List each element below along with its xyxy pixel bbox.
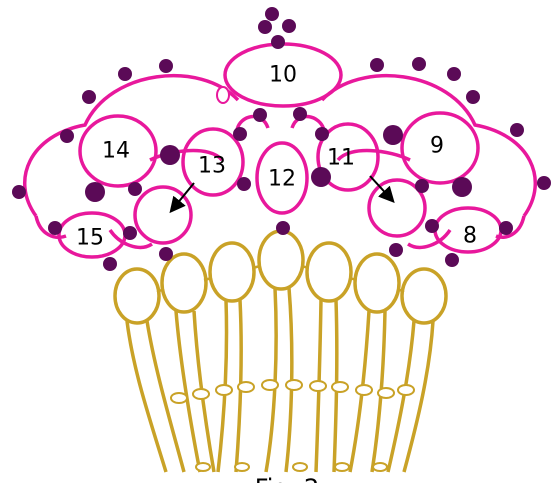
bead: [389, 243, 403, 257]
ring-10-label: 10: [269, 63, 297, 88]
bead: [237, 177, 251, 191]
fringe-strand: [115, 269, 184, 472]
bead: [128, 182, 142, 196]
join-picot: [217, 87, 229, 103]
fringe-group: [115, 231, 446, 472]
bead: [510, 123, 524, 137]
bead: [233, 127, 247, 141]
ring-15-label: 15: [76, 226, 104, 251]
bead: [447, 67, 461, 81]
ring-small-left: [135, 187, 191, 243]
ring-14-label: 14: [102, 139, 130, 164]
bead: [82, 90, 96, 104]
ring-12-label: 12: [268, 167, 296, 192]
bead-large: [383, 125, 403, 145]
bead: [123, 226, 137, 240]
bead: [159, 59, 173, 73]
bead: [276, 221, 290, 235]
bead-large: [85, 182, 105, 202]
bead: [315, 127, 329, 141]
bead: [415, 179, 429, 193]
fringe-strand: [350, 254, 399, 472]
bead: [282, 19, 296, 33]
bead: [293, 107, 307, 121]
bead: [466, 90, 480, 104]
bead: [12, 185, 26, 199]
bead: [537, 176, 551, 190]
bead-large: [160, 145, 180, 165]
figure-caption: Fig. 2: [255, 474, 320, 483]
bead: [499, 221, 513, 235]
bead: [412, 57, 426, 71]
ring-8-label: 8: [463, 224, 477, 249]
bead: [370, 58, 384, 72]
fringe-strand: [259, 231, 303, 472]
fringe-strand: [210, 243, 254, 472]
bead: [445, 253, 459, 267]
bead: [103, 257, 117, 271]
bead: [118, 67, 132, 81]
bead-large: [452, 177, 472, 197]
bead: [60, 129, 74, 143]
bead: [258, 20, 272, 34]
bead: [425, 219, 439, 233]
bead: [159, 247, 173, 261]
bead: [48, 221, 62, 235]
fringe-strand: [307, 243, 351, 472]
ring-13-label: 13: [198, 154, 226, 179]
fringe-strand: [162, 254, 214, 472]
bead: [271, 35, 285, 49]
bead: [253, 108, 267, 122]
ring-9-label: 9: [430, 134, 444, 159]
bead: [265, 7, 279, 21]
ring-11-label: 11: [327, 146, 355, 171]
